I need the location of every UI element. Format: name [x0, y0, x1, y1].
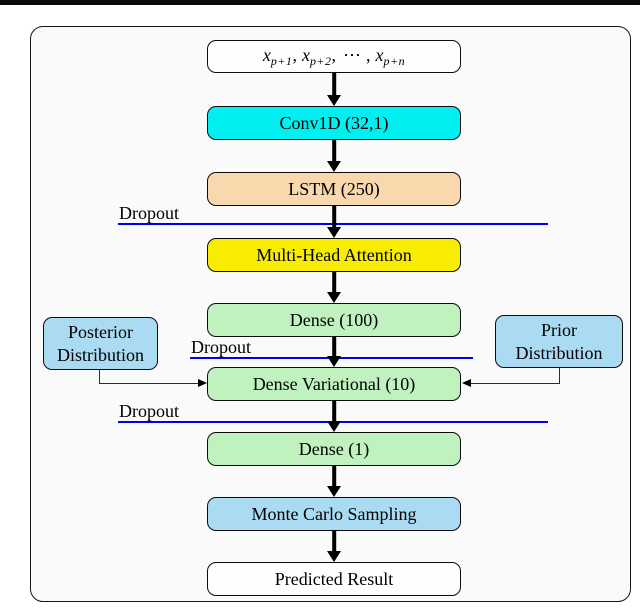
node-conv1d-label: Conv1D (32,1): [279, 113, 389, 133]
dropout-label-2: Dropout: [191, 337, 251, 357]
prior-label-line1: Prior: [541, 320, 577, 340]
input-sequence-label: xp+1,xp+2,⋯,xp+n: [262, 45, 406, 68]
arrow-down-icon: [327, 140, 341, 172]
prior-connector-horizontal: [471, 383, 560, 385]
prior-connector-vertical: [559, 368, 561, 384]
node-mha-label: Multi-Head Attention: [256, 245, 412, 265]
posterior-connector-horizontal: [99, 383, 198, 385]
dropout-label-1: Dropout: [119, 203, 179, 223]
posterior-connector-vertical: [99, 370, 101, 384]
arrow-head: [327, 95, 341, 106]
arrow-shaft: [332, 140, 336, 163]
posterior-label-line2: Distribution: [56, 344, 144, 365]
node-dense100-label: Dense (100): [289, 310, 379, 330]
arrow-down-icon: [327, 337, 341, 367]
node-prior-distribution: Prior Distribution: [495, 315, 623, 368]
arrow-down-icon: [327, 73, 341, 106]
arrow-head: [327, 551, 341, 562]
node-dense-100: Dense (100): [207, 303, 461, 337]
arrow-shaft: [332, 531, 336, 553]
arrow-head: [327, 292, 341, 303]
node-lstm: LSTM (250): [207, 172, 461, 206]
arrow-shaft: [332, 466, 336, 488]
posterior-label-line1: Posterior: [68, 322, 133, 342]
dropout-label-3: Dropout: [119, 401, 179, 421]
node-posterior-distribution: Posterior Distribution: [43, 317, 158, 370]
node-dense1-label: Dense (1): [298, 439, 370, 459]
node-dense-1: Dense (1): [207, 432, 461, 466]
arrow-head: [327, 486, 341, 497]
arrow-down-icon: [327, 272, 341, 303]
arrow-shaft: [332, 272, 336, 294]
arrow-right-icon: [198, 379, 207, 387]
arrow-head: [327, 227, 341, 238]
node-montecarlo-label: Monte Carlo Sampling: [251, 504, 417, 524]
arrow-shaft: [332, 401, 336, 423]
arrow-head: [327, 161, 341, 172]
node-densevar-label: Dense Variational (10): [252, 374, 416, 394]
top-rule: [0, 0, 640, 5]
node-predicted-result: Predicted Result: [207, 562, 461, 596]
arrow-shaft: [332, 206, 336, 229]
arrow-head: [327, 356, 341, 367]
node-dense-variational: Dense Variational (10): [207, 367, 461, 401]
node-input-sequence: xp+1,xp+2,⋯,xp+n: [207, 40, 461, 73]
arrow-down-icon: [327, 206, 341, 238]
arrow-shaft: [332, 73, 336, 97]
node-result-label: Predicted Result: [274, 569, 394, 589]
node-multi-head-attention: Multi-Head Attention: [207, 238, 461, 272]
node-lstm-label: LSTM (250): [288, 179, 380, 199]
arrow-down-icon: [327, 466, 341, 497]
node-monte-carlo-sampling: Monte Carlo Sampling: [207, 497, 461, 531]
arrow-left-icon: [462, 379, 471, 387]
prior-label-line2: Distribution: [515, 342, 603, 363]
node-conv1d: Conv1D (32,1): [207, 106, 461, 140]
arrow-head: [327, 421, 341, 432]
arrow-down-icon: [327, 531, 341, 562]
arrow-shaft: [332, 337, 336, 358]
arrow-down-icon: [327, 401, 341, 432]
